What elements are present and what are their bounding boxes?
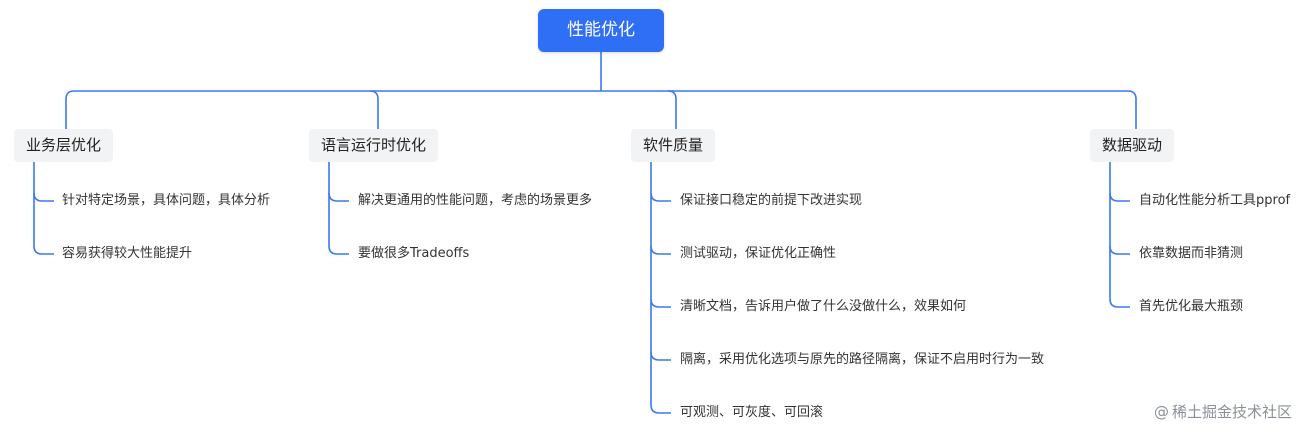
leaf-branch-connector — [33, 192, 54, 202]
branch-bus-connector — [65, 90, 1137, 129]
branch-node-data-driven[interactable]: 数据驱动 — [1090, 129, 1175, 162]
leaf-spine-connector — [328, 162, 349, 255]
leaf-node[interactable]: 清晰文档，告诉用户做了什么没做什么，效果如何 — [680, 299, 967, 314]
branch-node-software-quality[interactable]: 软件质量 — [631, 129, 716, 162]
leaf-branch-connector — [650, 298, 671, 308]
branch-node-runtime[interactable]: 语言运行时优化 — [309, 129, 439, 162]
watermark: @稀土掘金技术社区 — [1154, 401, 1292, 422]
branch-drop-connector — [667, 90, 677, 129]
leaf-node[interactable]: 容易获得较大性能提升 — [62, 246, 193, 261]
leaf-node[interactable]: 依靠数据而非猜测 — [1139, 246, 1244, 261]
leaf-node[interactable]: 测试驱动，保证优化正确性 — [680, 246, 837, 261]
leaf-spine-connector — [33, 162, 54, 255]
leaf-node[interactable]: 首先优化最大瓶颈 — [1139, 299, 1244, 314]
leaf-branch-connector — [1109, 245, 1130, 255]
branch-node-business-layer[interactable]: 业务层优化 — [14, 129, 114, 162]
leaf-spine-connector — [1109, 162, 1130, 308]
leaf-node[interactable]: 要做很多Tradeoffs — [358, 246, 470, 261]
at-sign-icon: @ — [1153, 403, 1169, 421]
leaf-branch-connector — [328, 192, 349, 202]
leaf-node[interactable]: 针对特定场景，具体问题，具体分析 — [62, 193, 271, 208]
leaf-branch-connector — [650, 192, 671, 202]
leaf-node[interactable]: 隔离，采用优化选项与原先的路径隔离，保证不启用时行为一致 — [680, 352, 1045, 367]
branch-drop-connector — [369, 90, 379, 129]
root-node[interactable]: 性能优化 — [538, 9, 664, 52]
leaf-spine-connector — [650, 162, 671, 414]
leaf-node[interactable]: 自动化性能分析工具pprof — [1139, 193, 1291, 208]
leaf-branch-connector — [1109, 192, 1130, 202]
leaf-node[interactable]: 保证接口稳定的前提下改进实现 — [680, 193, 863, 208]
leaf-node[interactable]: 解决更通用的性能问题，考虑的场景更多 — [358, 193, 593, 208]
leaf-branch-connector — [650, 351, 671, 361]
watermark-text: 稀土掘金技术社区 — [1171, 403, 1292, 421]
leaf-branch-connector — [650, 245, 671, 255]
leaf-node[interactable]: 可观测、可灰度、可回滚 — [680, 405, 824, 420]
